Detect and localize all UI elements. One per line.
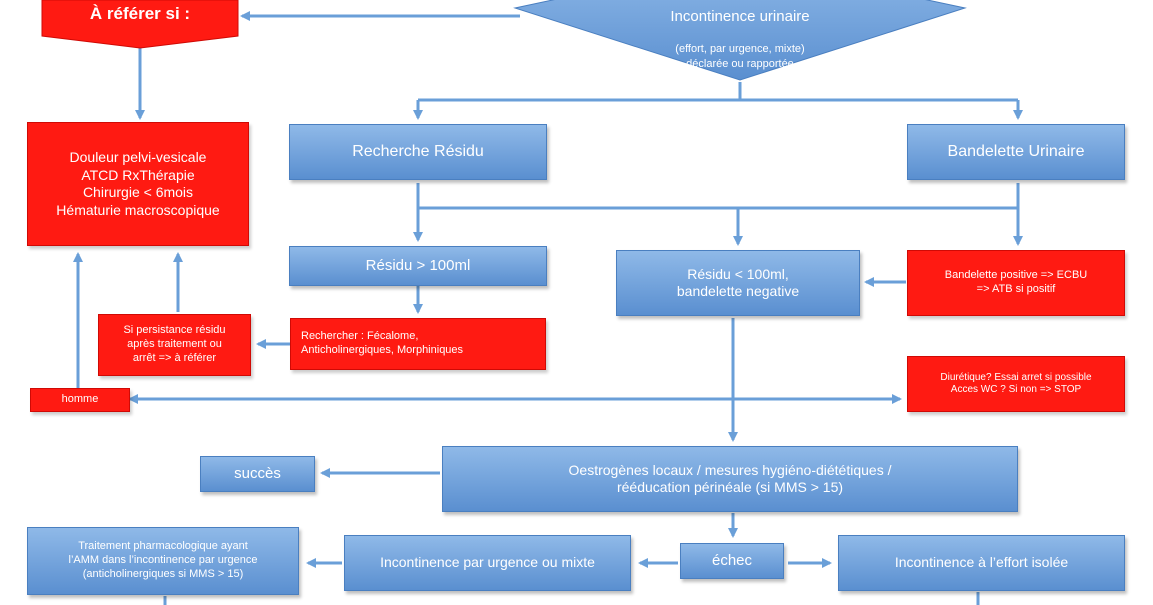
echec-box: échec	[680, 543, 784, 579]
diuretique-box: Diurétique? Essai arret si possible Acce…	[907, 356, 1125, 412]
persistance-box: Si persistance résidu après traitement o…	[98, 314, 251, 376]
residu-sup-box: Résidu > 100ml	[289, 246, 547, 286]
bandelette-positive-box: Bandelette positive => ECBU => ATB si po…	[907, 250, 1125, 316]
succes-box: succès	[200, 456, 315, 492]
oestrogenes-box: Oestrogènes locaux / mesures hygiéno-dié…	[442, 446, 1018, 512]
referer-text: À référer si :	[89, 4, 191, 24]
residu-inf-box: Résidu < 100ml, bandelette negative	[616, 250, 860, 316]
bandelette-urinaire-box: Bandelette Urinaire	[907, 124, 1125, 180]
diamond-subtitle: (effort, par urgence, mixte) déclarée ou…	[675, 42, 805, 70]
referral-criteria-box: Douleur pelvi-vesicale ATCD RxThérapie C…	[27, 122, 249, 246]
traitement-pharmacologique-box: Traitement pharmacologique ayant l’AMM d…	[27, 527, 299, 595]
referer-banner	[41, 0, 239, 49]
incontinence-urgence-mixte-box: Incontinence par urgence ou mixte	[344, 535, 631, 591]
rechercher-box: Rechercher : Fécalome, Anticholinergique…	[290, 318, 546, 370]
diamond-title: Incontinence urinaire	[670, 7, 810, 25]
decision-diamond	[513, 0, 967, 81]
homme-box: homme	[30, 388, 130, 412]
referer-label: À référer si :	[42, 0, 238, 32]
incontinence-effort-box: Incontinence à l’effort isolée	[838, 535, 1125, 591]
diamond-label: Incontinence urinaire (effort, par urgen…	[560, 0, 920, 72]
recherche-residu-box: Recherche Résidu	[289, 124, 547, 180]
